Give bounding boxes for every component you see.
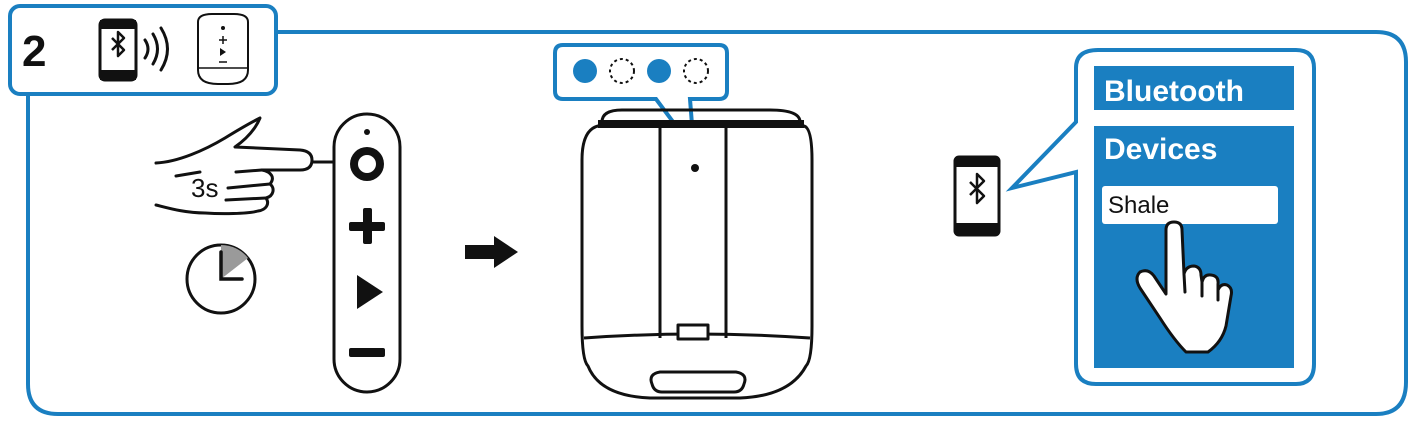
device-name-label: Shale: [1108, 192, 1169, 219]
step-header: 2: [8, 4, 278, 96]
devices-section-label: Devices: [1104, 133, 1217, 166]
speaker-icon: [197, 13, 249, 85]
led-dot-unlit: [683, 58, 709, 84]
bluetooth-phone-icon: [98, 18, 138, 82]
control-strip: [332, 112, 402, 394]
volume-up-button[interactable]: [349, 208, 385, 244]
outer-frame: [26, 30, 1408, 416]
led-dot-unlit: [609, 58, 635, 84]
press-duration-label: 3s: [191, 173, 218, 203]
smartphone-icon: [953, 155, 1001, 237]
volume-down-button[interactable]: [349, 348, 385, 357]
speaker-illustration: [580, 108, 814, 400]
signal-waves-icon: [143, 26, 169, 72]
phone-callout: Bluetooth Devices Shale: [1005, 48, 1316, 386]
hand-pointer-icon: [154, 116, 314, 216]
clock-icon: [185, 243, 257, 315]
bluetooth-menu-header[interactable]: [1094, 66, 1294, 110]
finger-tap-icon: [1135, 220, 1233, 354]
bluetooth-menu-header-label: Bluetooth: [1104, 75, 1244, 108]
led-dot-lit: [573, 59, 597, 83]
status-led-dot: [364, 129, 370, 135]
arrow-right-icon: [465, 236, 518, 268]
play-pause-button[interactable]: [357, 275, 383, 309]
step-number: 2: [22, 27, 46, 76]
device-list-item[interactable]: [1102, 186, 1278, 224]
bluetooth-button[interactable]: [350, 147, 384, 181]
led-dot-lit: [647, 59, 671, 83]
